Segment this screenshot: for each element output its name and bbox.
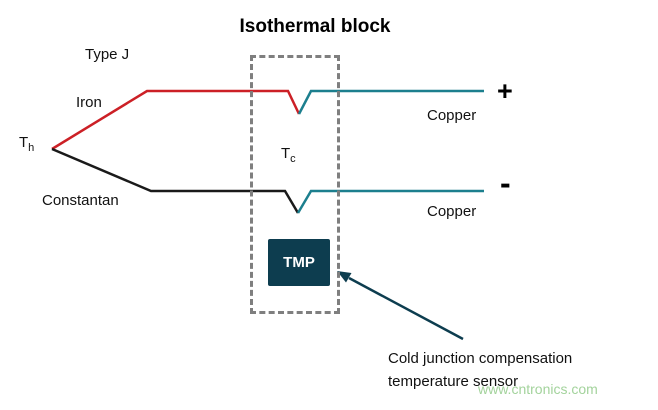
caption-line-2: temperature sensor: [388, 373, 519, 391]
diagram-title: Isothermal block: [239, 16, 391, 37]
caption-line-1: Cold junction compensation: [388, 350, 573, 367]
constantan-label: Constantan: [42, 192, 119, 209]
watermark-text: www.cntronics.com: [478, 381, 598, 397]
cold-junction-symbol: T: [281, 145, 291, 162]
copper-wire-top: [297, 89, 484, 115]
constantan-wire: [51, 147, 300, 214]
plus-terminal: +: [497, 76, 513, 106]
copper-bottom-label: Copper: [427, 203, 477, 220]
pointer-arrow-head: [337, 271, 352, 283]
pointer-arrow-line: [348, 276, 464, 341]
tmp-sensor-label: TMP: [283, 254, 315, 271]
cold-junction-label: Tc: [281, 145, 296, 165]
copper-top-label: Copper: [427, 107, 477, 124]
hot-junction-label: Th: [19, 134, 35, 154]
cold-junction-subscript: c: [290, 153, 296, 165]
tmp-sensor-box: TMP: [268, 239, 330, 286]
hot-junction-symbol: T: [19, 134, 29, 151]
iron-wire: [51, 89, 301, 151]
type-j-label: Type J: [85, 46, 130, 63]
arrow-caption: Cold junction compensation temperature s…: [388, 347, 572, 394]
hot-junction-subscript: h: [28, 142, 35, 154]
iron-label: Iron: [76, 94, 102, 111]
isothermal-block-outline: [250, 55, 340, 314]
minus-terminal: -: [500, 165, 511, 201]
copper-wire-bottom: [296, 189, 484, 214]
